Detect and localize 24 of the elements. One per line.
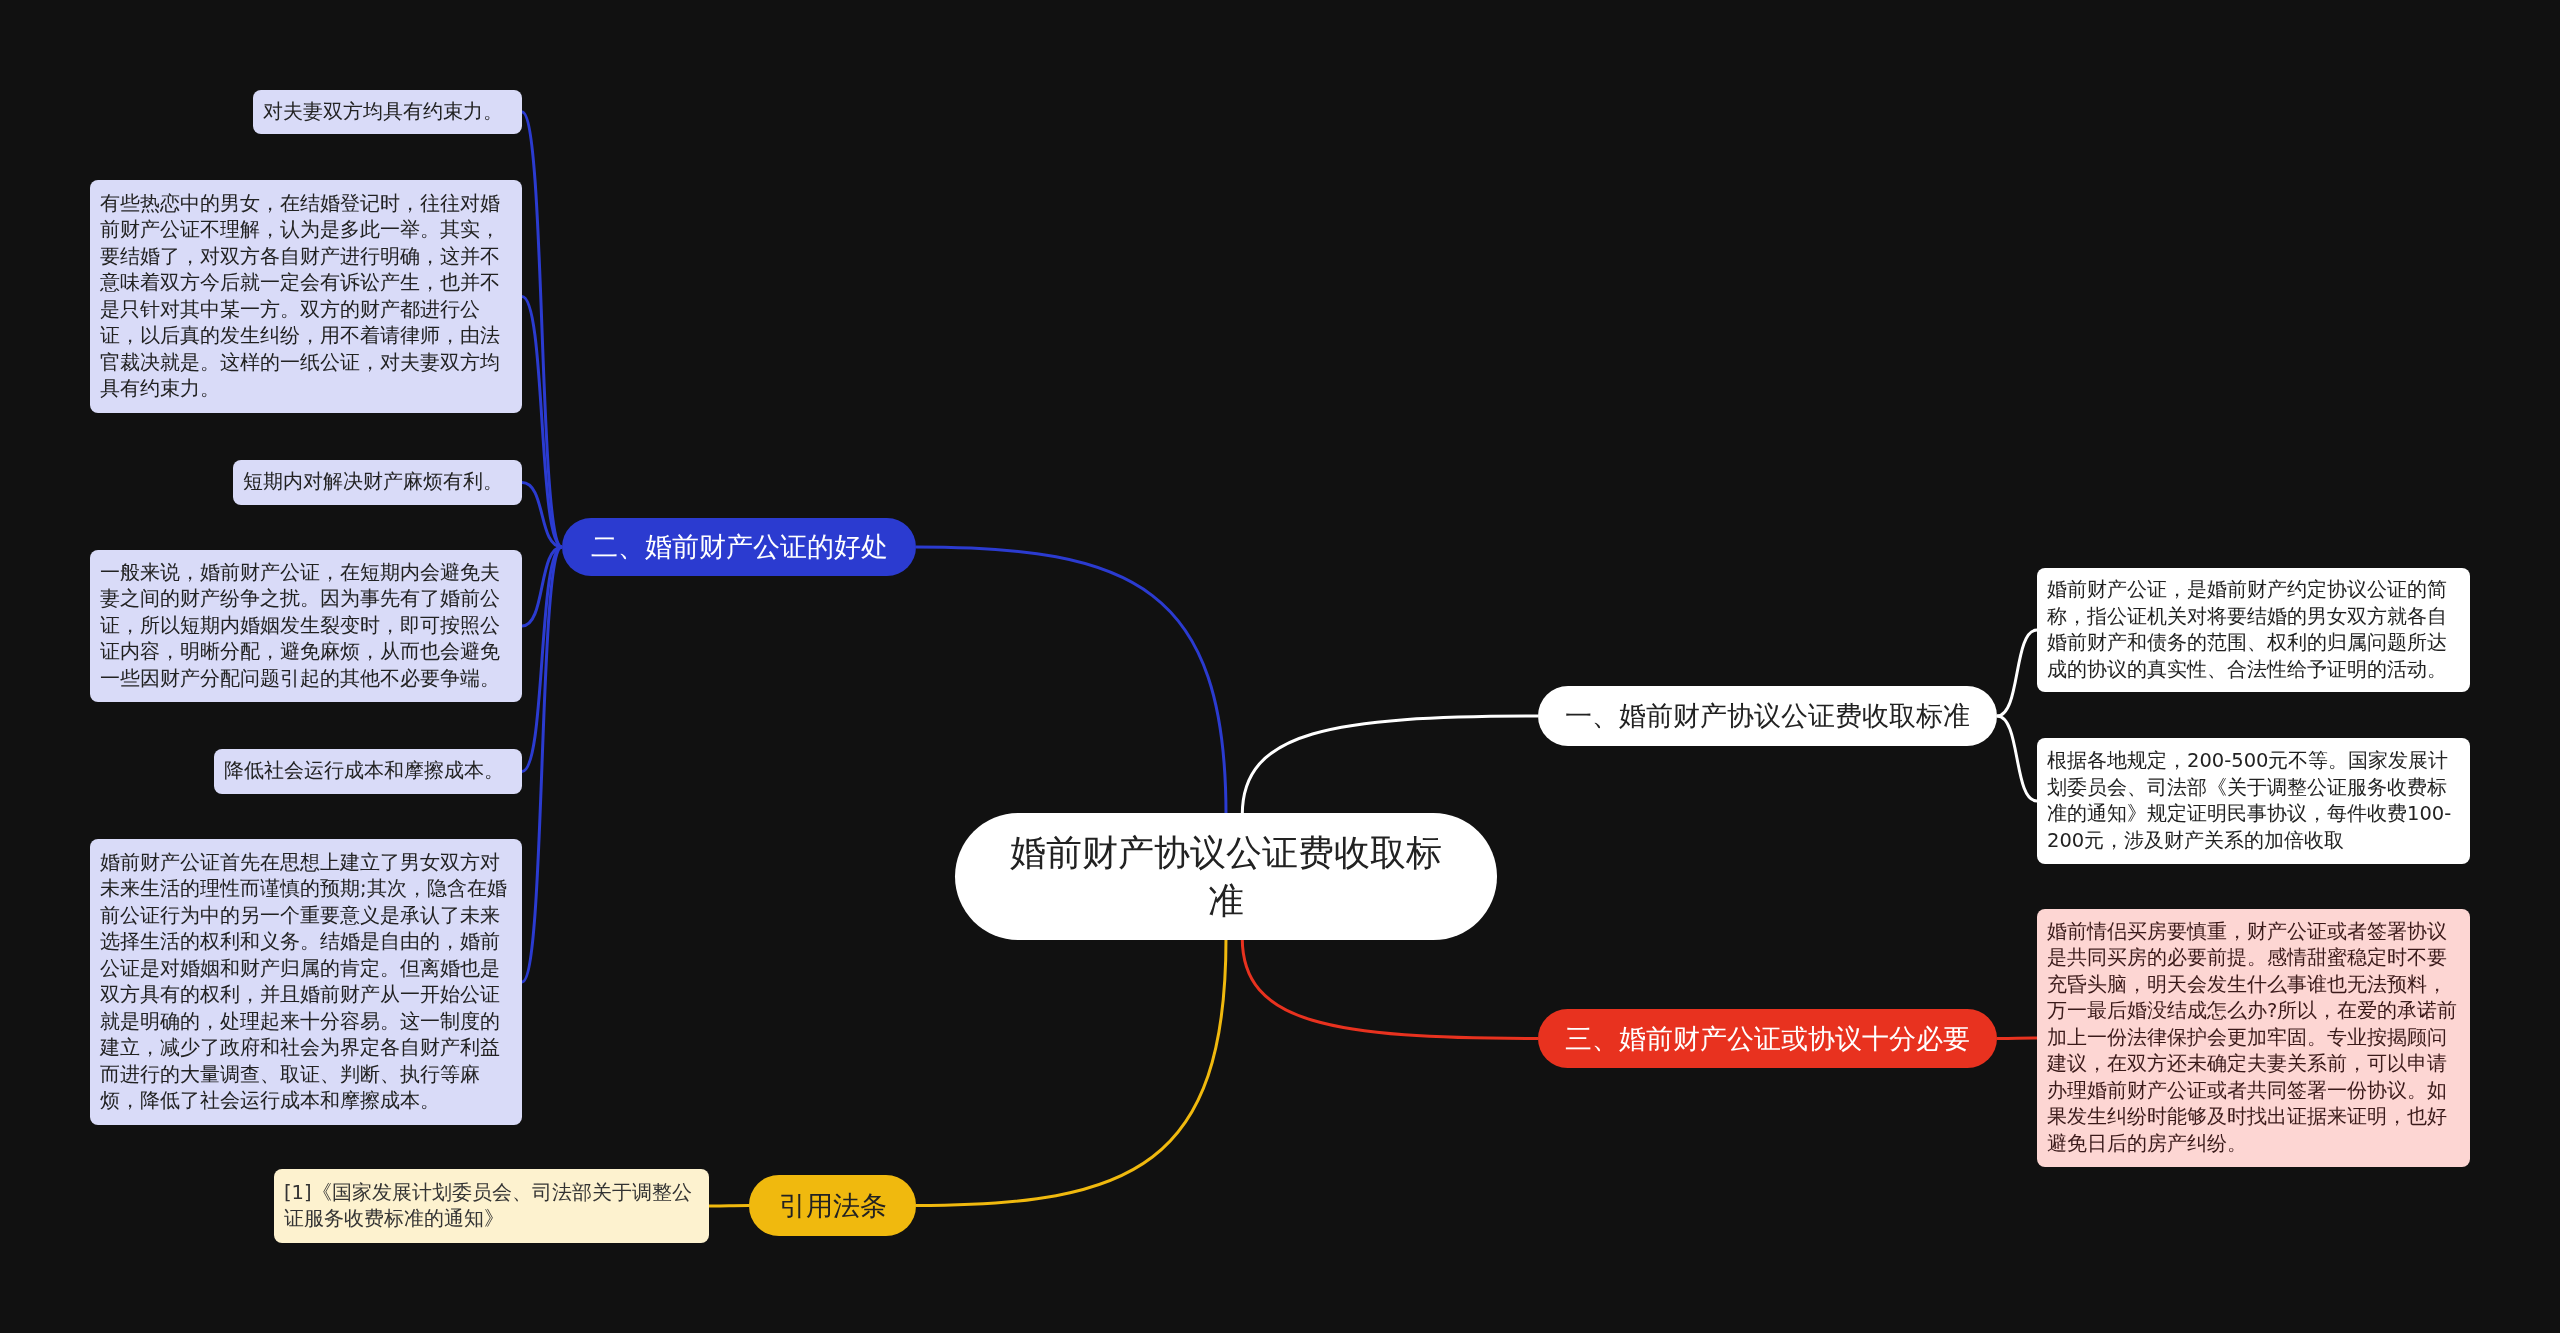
connector-line — [1240, 714, 1538, 816]
note-card: 对夫妻双方均具有约束力。 — [253, 90, 522, 134]
note-card: 降低社会运行成本和摩擦成本。 — [214, 749, 522, 794]
connector-line — [1996, 628, 2038, 718]
connector-line — [520, 546, 564, 983]
topic-pill: 三、婚前财产公证或协议十分必要 — [1538, 1009, 1997, 1068]
note-card: 婚前情侣买房要慎重，财产公证或者签署协议是共同买房的必要前提。感情甜蜜稳定时不要充昏头脑，明天会发生什么事谁也无法预料，万一最后婚没结成怎么办?所以，在爱的承诺前加上一份法律保护会更加牢固。专业按揭顾问建议，在双方还未确定夫妻关系前，可以申请办理婚前财产公证或者共同签署一份协议。如果发生纠纷时能够及时找出证据来证明，也好避免日后的房产纠纷。 — [2037, 909, 2470, 1167]
note-card: 婚前财产公证，是婚前财产约定协议公证的简称，指公证机关对将要结婚的男女双方就各自婚前财产和债务的范围、权利的归属问题所达成的协议的真实性、合法性给予证明的活动。 — [2037, 568, 2470, 692]
connector-line — [915, 937, 1228, 1207]
note-card: 一般来说，婚前财产公证，在短期内会避免夫妻之间的财产纷争之扰。因为事先有了婚前公证，所以短期内婚姻发生裂变时，即可按照公证内容，明晰分配，避免麻烦，从而也会避免一些因财产分配问题引起的其他不必要争端。 — [90, 550, 522, 702]
note-card: [1]《国家发展计划委员会、司法部关于调整公证服务收费标准的通知》 — [274, 1169, 709, 1243]
topic-pill: 一、婚前财产协议公证费收取标准 — [1538, 686, 1997, 746]
note-card: 根据各地规定，200-500元不等。国家发展计划委员会、司法部《关于调整公证服务收费标准的通知》规定证明民事协议，每件收费100-200元，涉及财产关系的加倍收取 — [2037, 738, 2470, 864]
note-card: 婚前财产公证首先在思想上建立了男女双方对未来生活的理性而谨慎的预期;其次，隐含在婚前公证行为中的另一个重要意义是承认了未来选择生活的权利和义务。结婚是自由的，婚前公证是对婚姻和财产归属的肯定。但离婚也是双方具有的权利，并且婚前财产从一开始公证就是明确的，处理起来十分容易。这一制度的建立，减少了政府和社会为界定各自财产利益而进行的大量调查、取证、判断、执行等麻烦，降低了社会运行成本和摩擦成本。 — [90, 839, 522, 1125]
topic-pill: 引用法条 — [749, 1175, 916, 1236]
note-card: 短期内对解决财产麻烦有利。 — [233, 460, 522, 505]
connector-line — [1996, 714, 2038, 803]
central-topic: 婚前财产协议公证费收取标准 — [955, 813, 1497, 940]
connector-line — [1240, 937, 1538, 1040]
topic-pill: 二、婚前财产公证的好处 — [562, 518, 916, 576]
connector-line — [915, 545, 1228, 816]
connector-line — [709, 1204, 749, 1208]
connector-line — [1997, 1036, 2037, 1040]
note-card: 有些热恋中的男女，在结婚登记时，往往对婚前财产公证不理解，认为是多此一举。其实，要结婚了，对双方各自财产进行明确，这并不意味着双方今后就一定会有诉讼产生，也并不是只针对其中某一方。双方的财产都进行公证，以后真的发生纠纷，用不着请律师，由法官裁决就是。这样的一纸公证，对夫妻双方均具有约束力。 — [90, 180, 522, 413]
